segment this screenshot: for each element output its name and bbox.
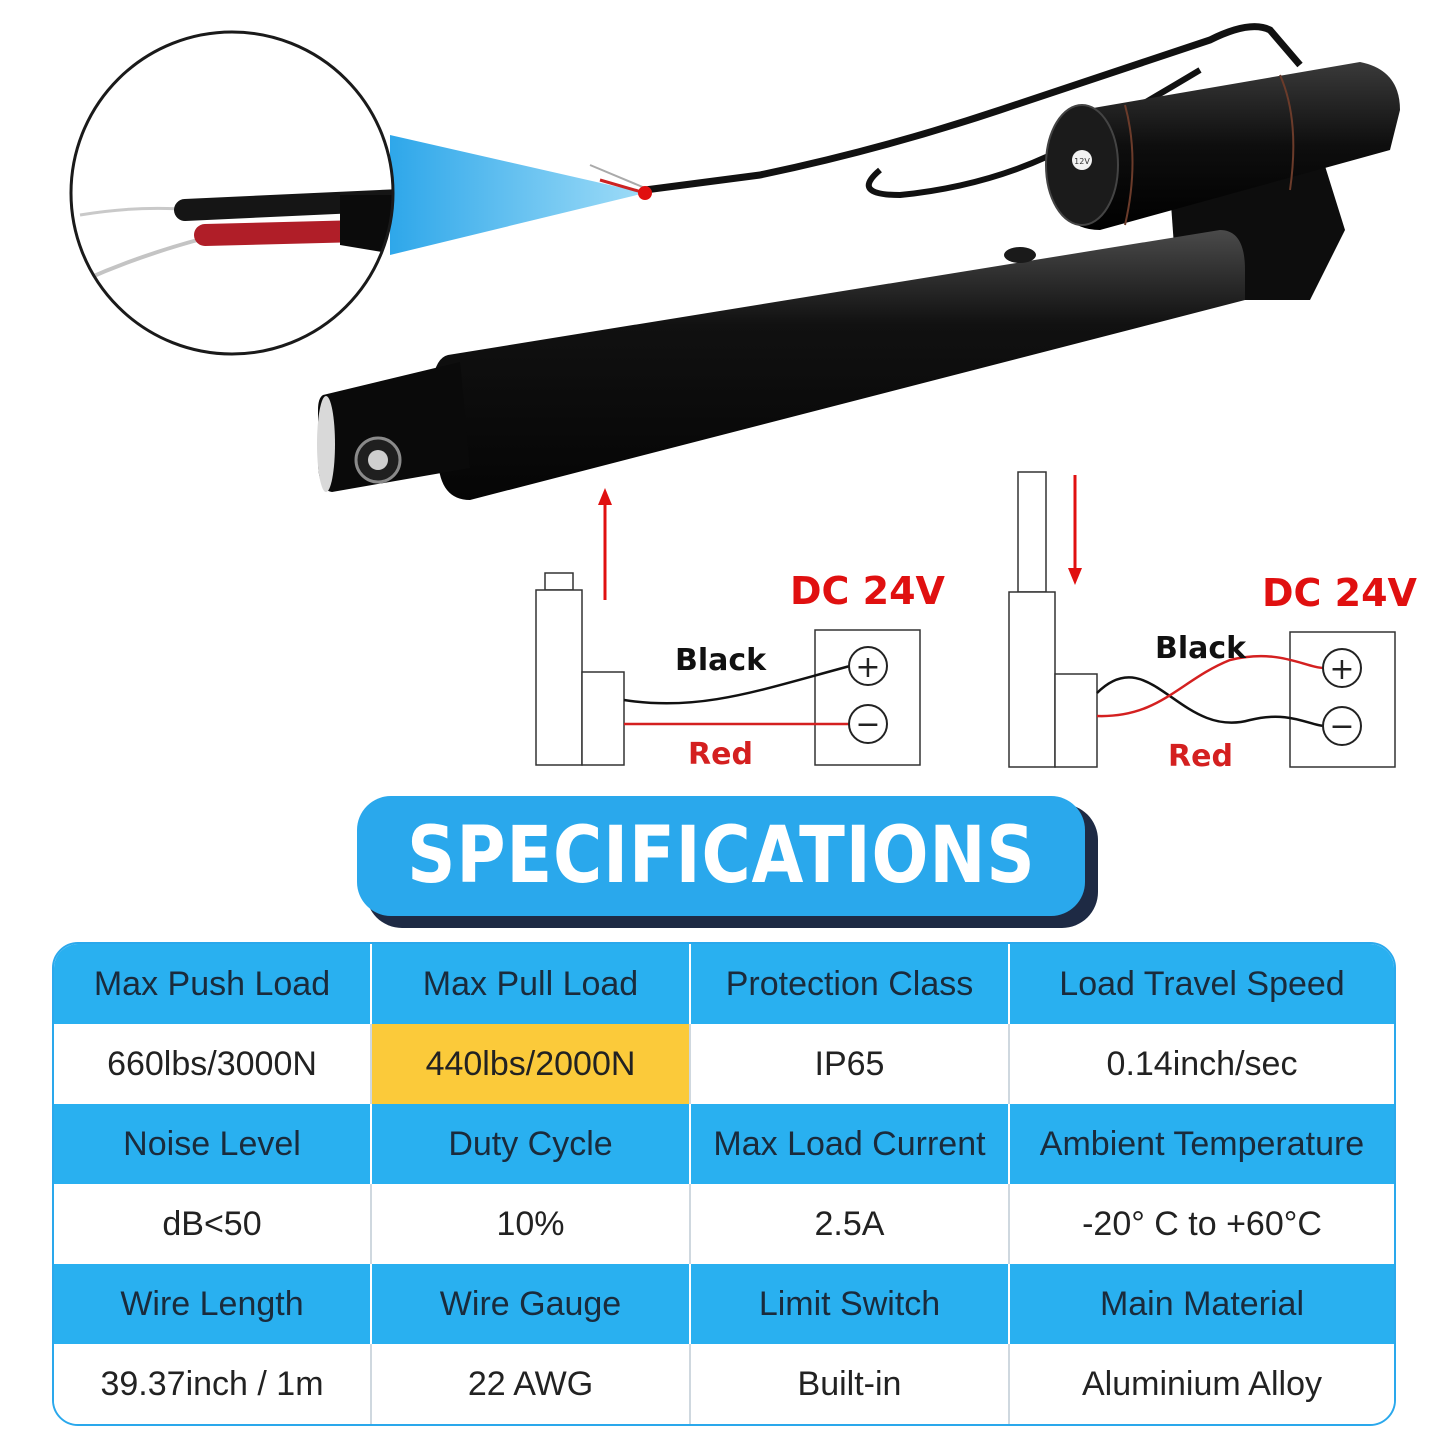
red-wire-label: Red (688, 737, 753, 772)
up-arrow-icon (598, 488, 612, 505)
voltage-label: DC 24V (1262, 571, 1418, 615)
spec-label: Ambient Temperature (1010, 1104, 1394, 1184)
svg-text:−: − (1329, 709, 1354, 744)
motor-voltage-marking: 12V (1074, 157, 1090, 166)
svg-text:+: + (1329, 652, 1354, 687)
wire-end-marker (638, 186, 652, 200)
voltage-label: DC 24V (790, 569, 946, 613)
svg-text:−: − (855, 707, 880, 742)
wiring-diagram-retract: + − Black Red DC 24V (1008, 471, 1418, 774)
spec-value: Aluminium Alloy (1010, 1344, 1394, 1424)
spec-label: Wire Length (54, 1264, 372, 1344)
spec-value: 39.37inch / 1m (54, 1344, 372, 1424)
wire-closeup (69, 30, 395, 356)
down-arrow-icon (1068, 568, 1082, 585)
product-scene: 12V + − Black Red DC 24V + − Blac (69, 23, 1418, 774)
spec-label: Noise Level (54, 1104, 372, 1184)
spec-value: IP65 (691, 1024, 1010, 1104)
actuator: 12V (317, 62, 1400, 500)
spec-label: Load Travel Speed (1010, 944, 1394, 1024)
specifications-banner: SPECIFICATIONS (357, 796, 1085, 916)
plus-terminal-icon (848, 646, 888, 686)
specifications-title: SPECIFICATIONS (406, 811, 1036, 901)
minus-terminal-icon (848, 704, 888, 744)
wiring-diagram-extend: + − Black Red DC 24V (535, 488, 946, 772)
spec-label: Duty Cycle (372, 1104, 691, 1184)
spec-value: 0.14inch/sec (1010, 1024, 1394, 1104)
spec-label: Wire Gauge (372, 1264, 691, 1344)
spec-label: Max Pull Load (372, 944, 691, 1024)
plus-terminal-icon (1322, 648, 1362, 688)
spec-label: Max Push Load (54, 944, 372, 1024)
zoom-cone (390, 135, 645, 255)
spec-value: 660lbs/3000N (54, 1024, 372, 1104)
spec-value: 2.5A (691, 1184, 1010, 1264)
spec-label: Main Material (1010, 1264, 1394, 1344)
spec-label: Limit Switch (691, 1264, 1010, 1344)
spec-label: Protection Class (691, 944, 1010, 1024)
black-wire-label: Black (1155, 631, 1247, 666)
power-cable (644, 23, 1303, 194)
red-wire-label: Red (1168, 739, 1233, 774)
svg-text:+: + (855, 650, 880, 685)
spec-value: dB<50 (54, 1184, 372, 1264)
spec-value: 22 AWG (372, 1344, 691, 1424)
minus-terminal-icon (1322, 706, 1362, 746)
spec-value: Built-in (691, 1344, 1010, 1424)
spec-value: 440lbs/2000N (372, 1024, 691, 1104)
spec-value: -20° C to +60°C (1010, 1184, 1394, 1264)
spec-label: Max Load Current (691, 1104, 1010, 1184)
spec-value: 10% (372, 1184, 691, 1264)
black-wire-label: Black (675, 643, 767, 678)
